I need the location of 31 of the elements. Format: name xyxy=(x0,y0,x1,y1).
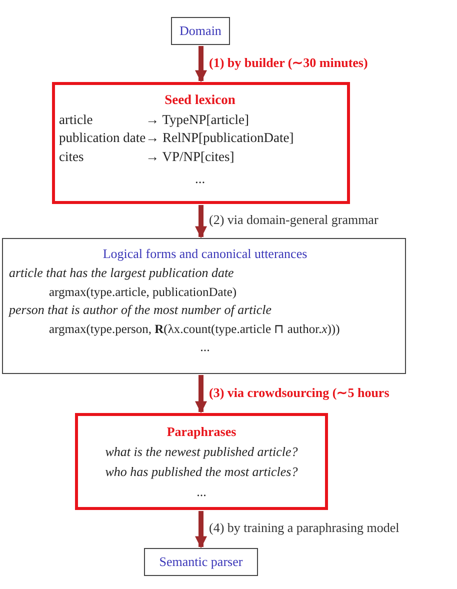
box-heading: Paraphrases xyxy=(166,423,238,441)
edge-label: (4) by training a paraphrasing model xyxy=(208,520,400,536)
arrow xyxy=(195,46,207,82)
node-label: Semantic parser xyxy=(159,553,243,571)
forms-box xyxy=(2,238,406,374)
lexicon-rule: → TypeNP[article] xyxy=(146,111,250,130)
paraphrase: who has published the most articles? xyxy=(104,463,299,482)
lexicon-phrase: publication date xyxy=(59,129,146,148)
arrow xyxy=(195,205,207,238)
ellipsis: ... xyxy=(194,170,206,188)
output-box xyxy=(144,548,258,576)
paraphrase: what is the newest published article? xyxy=(104,443,299,462)
lexicon-rule: → VP/NP[cites] xyxy=(146,148,236,166)
edge-label: (2) via domain-general grammar xyxy=(208,212,380,228)
logical-form: argmax(type.article, publicationDate) xyxy=(48,284,238,301)
box-heading: Seed lexicon xyxy=(164,91,236,109)
arrow xyxy=(195,375,207,414)
arrow xyxy=(195,511,207,548)
ellipsis: ... xyxy=(199,338,211,356)
ellipsis: ... xyxy=(196,483,208,502)
canonical-utterance: person that is author of the most number of article xyxy=(9,300,273,319)
paraphrase-box xyxy=(75,413,328,510)
lexicon-phrase: article xyxy=(59,111,94,130)
lexicon-phrase: cites xyxy=(59,148,85,166)
node-label: Domain xyxy=(180,22,222,40)
input-box xyxy=(171,17,230,45)
lexicon-box xyxy=(52,82,350,204)
box-heading: Logical forms and canonical utterances xyxy=(102,245,308,263)
canonical-utterance: article that has the largest publication date xyxy=(9,264,235,282)
lexicon-rule: → RelNP[publicationDate] xyxy=(146,129,295,148)
logical-form: argmax(type.person, R(λx.count(type.article ⊓ author.x))) xyxy=(48,320,341,338)
